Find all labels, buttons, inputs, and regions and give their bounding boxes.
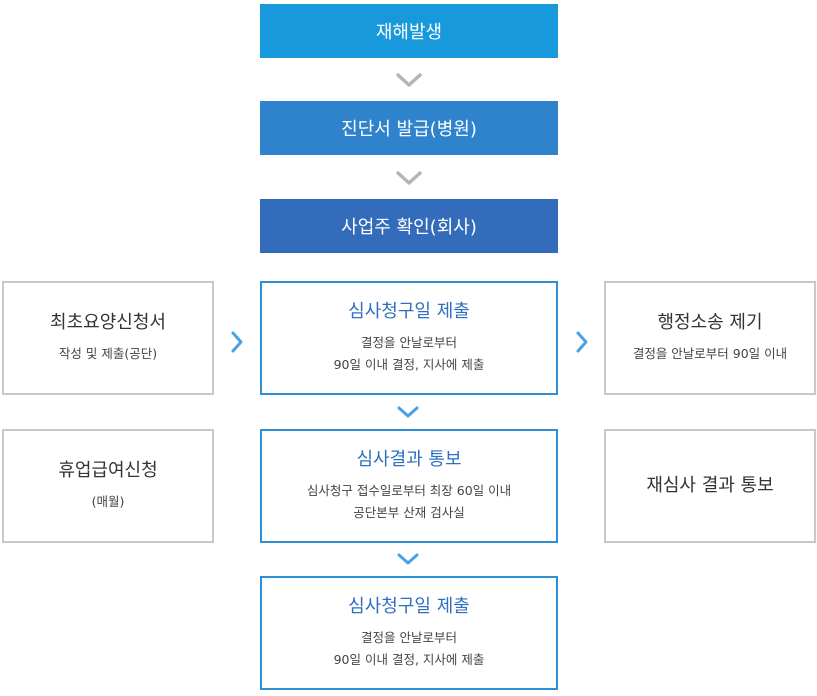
- side-leave-benefit: 휴업급여신청 (매월): [2, 429, 214, 543]
- side-administrative-suit-desc: 결정을 안날로부터 90일 이내: [632, 346, 788, 361]
- step-accident: 재해발생: [260, 4, 558, 58]
- step-review-request-title: 심사청구일 제출: [348, 301, 470, 322]
- step-review-request-line1: 결정을 안날로부터: [361, 335, 457, 350]
- chevron-right-icon: [231, 331, 243, 353]
- side-initial-application-desc: 작성 및 제출(공단): [58, 346, 158, 361]
- step-review-request-final-title: 심사청구일 제출: [348, 596, 470, 617]
- side-initial-application-title: 최초요양신청서: [50, 312, 166, 333]
- step-review-request-final: 심사청구일 제출 결정을 안날로부터 90일 이내 결정, 지사에 제출: [260, 576, 558, 690]
- step-employer-confirm-label: 사업주 확인(회사): [341, 217, 477, 238]
- step-diagnosis: 진단서 발급(병원): [260, 101, 558, 155]
- chevron-down-icon: [396, 73, 422, 87]
- step-review-request-final-line2: 90일 이내 결정, 지사에 제출: [333, 652, 485, 667]
- side-administrative-suit-title: 행정소송 제기: [657, 312, 763, 333]
- chevron-down-icon: [396, 171, 422, 185]
- side-leave-benefit-desc: (매월): [91, 494, 125, 509]
- step-review-result-line2: 공단본부 산재 검사실: [353, 505, 465, 520]
- side-initial-application: 최초요양신청서 작성 및 제출(공단): [2, 281, 214, 395]
- step-diagnosis-label: 진단서 발급(병원): [341, 119, 477, 140]
- step-accident-label: 재해발생: [375, 22, 443, 43]
- chevron-down-icon: [397, 553, 419, 565]
- chevron-right-icon: [576, 331, 588, 353]
- side-rereview-result-title: 재심사 결과 통보: [646, 475, 774, 496]
- side-administrative-suit: 행정소송 제기 결정을 안날로부터 90일 이내: [604, 281, 816, 395]
- step-review-result-title: 심사결과 통보: [356, 449, 462, 470]
- step-review-result: 심사결과 통보 심사청구 접수일로부터 최장 60일 이내 공단본부 산재 검사…: [260, 429, 558, 543]
- step-review-request: 심사청구일 제출 결정을 안날로부터 90일 이내 결정, 지사에 제출: [260, 281, 558, 395]
- chevron-down-icon: [397, 406, 419, 418]
- step-employer-confirm: 사업주 확인(회사): [260, 199, 558, 253]
- step-review-request-final-line1: 결정을 안날로부터: [361, 630, 457, 645]
- step-review-result-line1: 심사청구 접수일로부터 최장 60일 이내: [306, 483, 512, 498]
- step-review-request-line2: 90일 이내 결정, 지사에 제출: [333, 357, 485, 372]
- side-rereview-result: 재심사 결과 통보: [604, 429, 816, 543]
- side-leave-benefit-title: 휴업급여신청: [58, 460, 158, 481]
